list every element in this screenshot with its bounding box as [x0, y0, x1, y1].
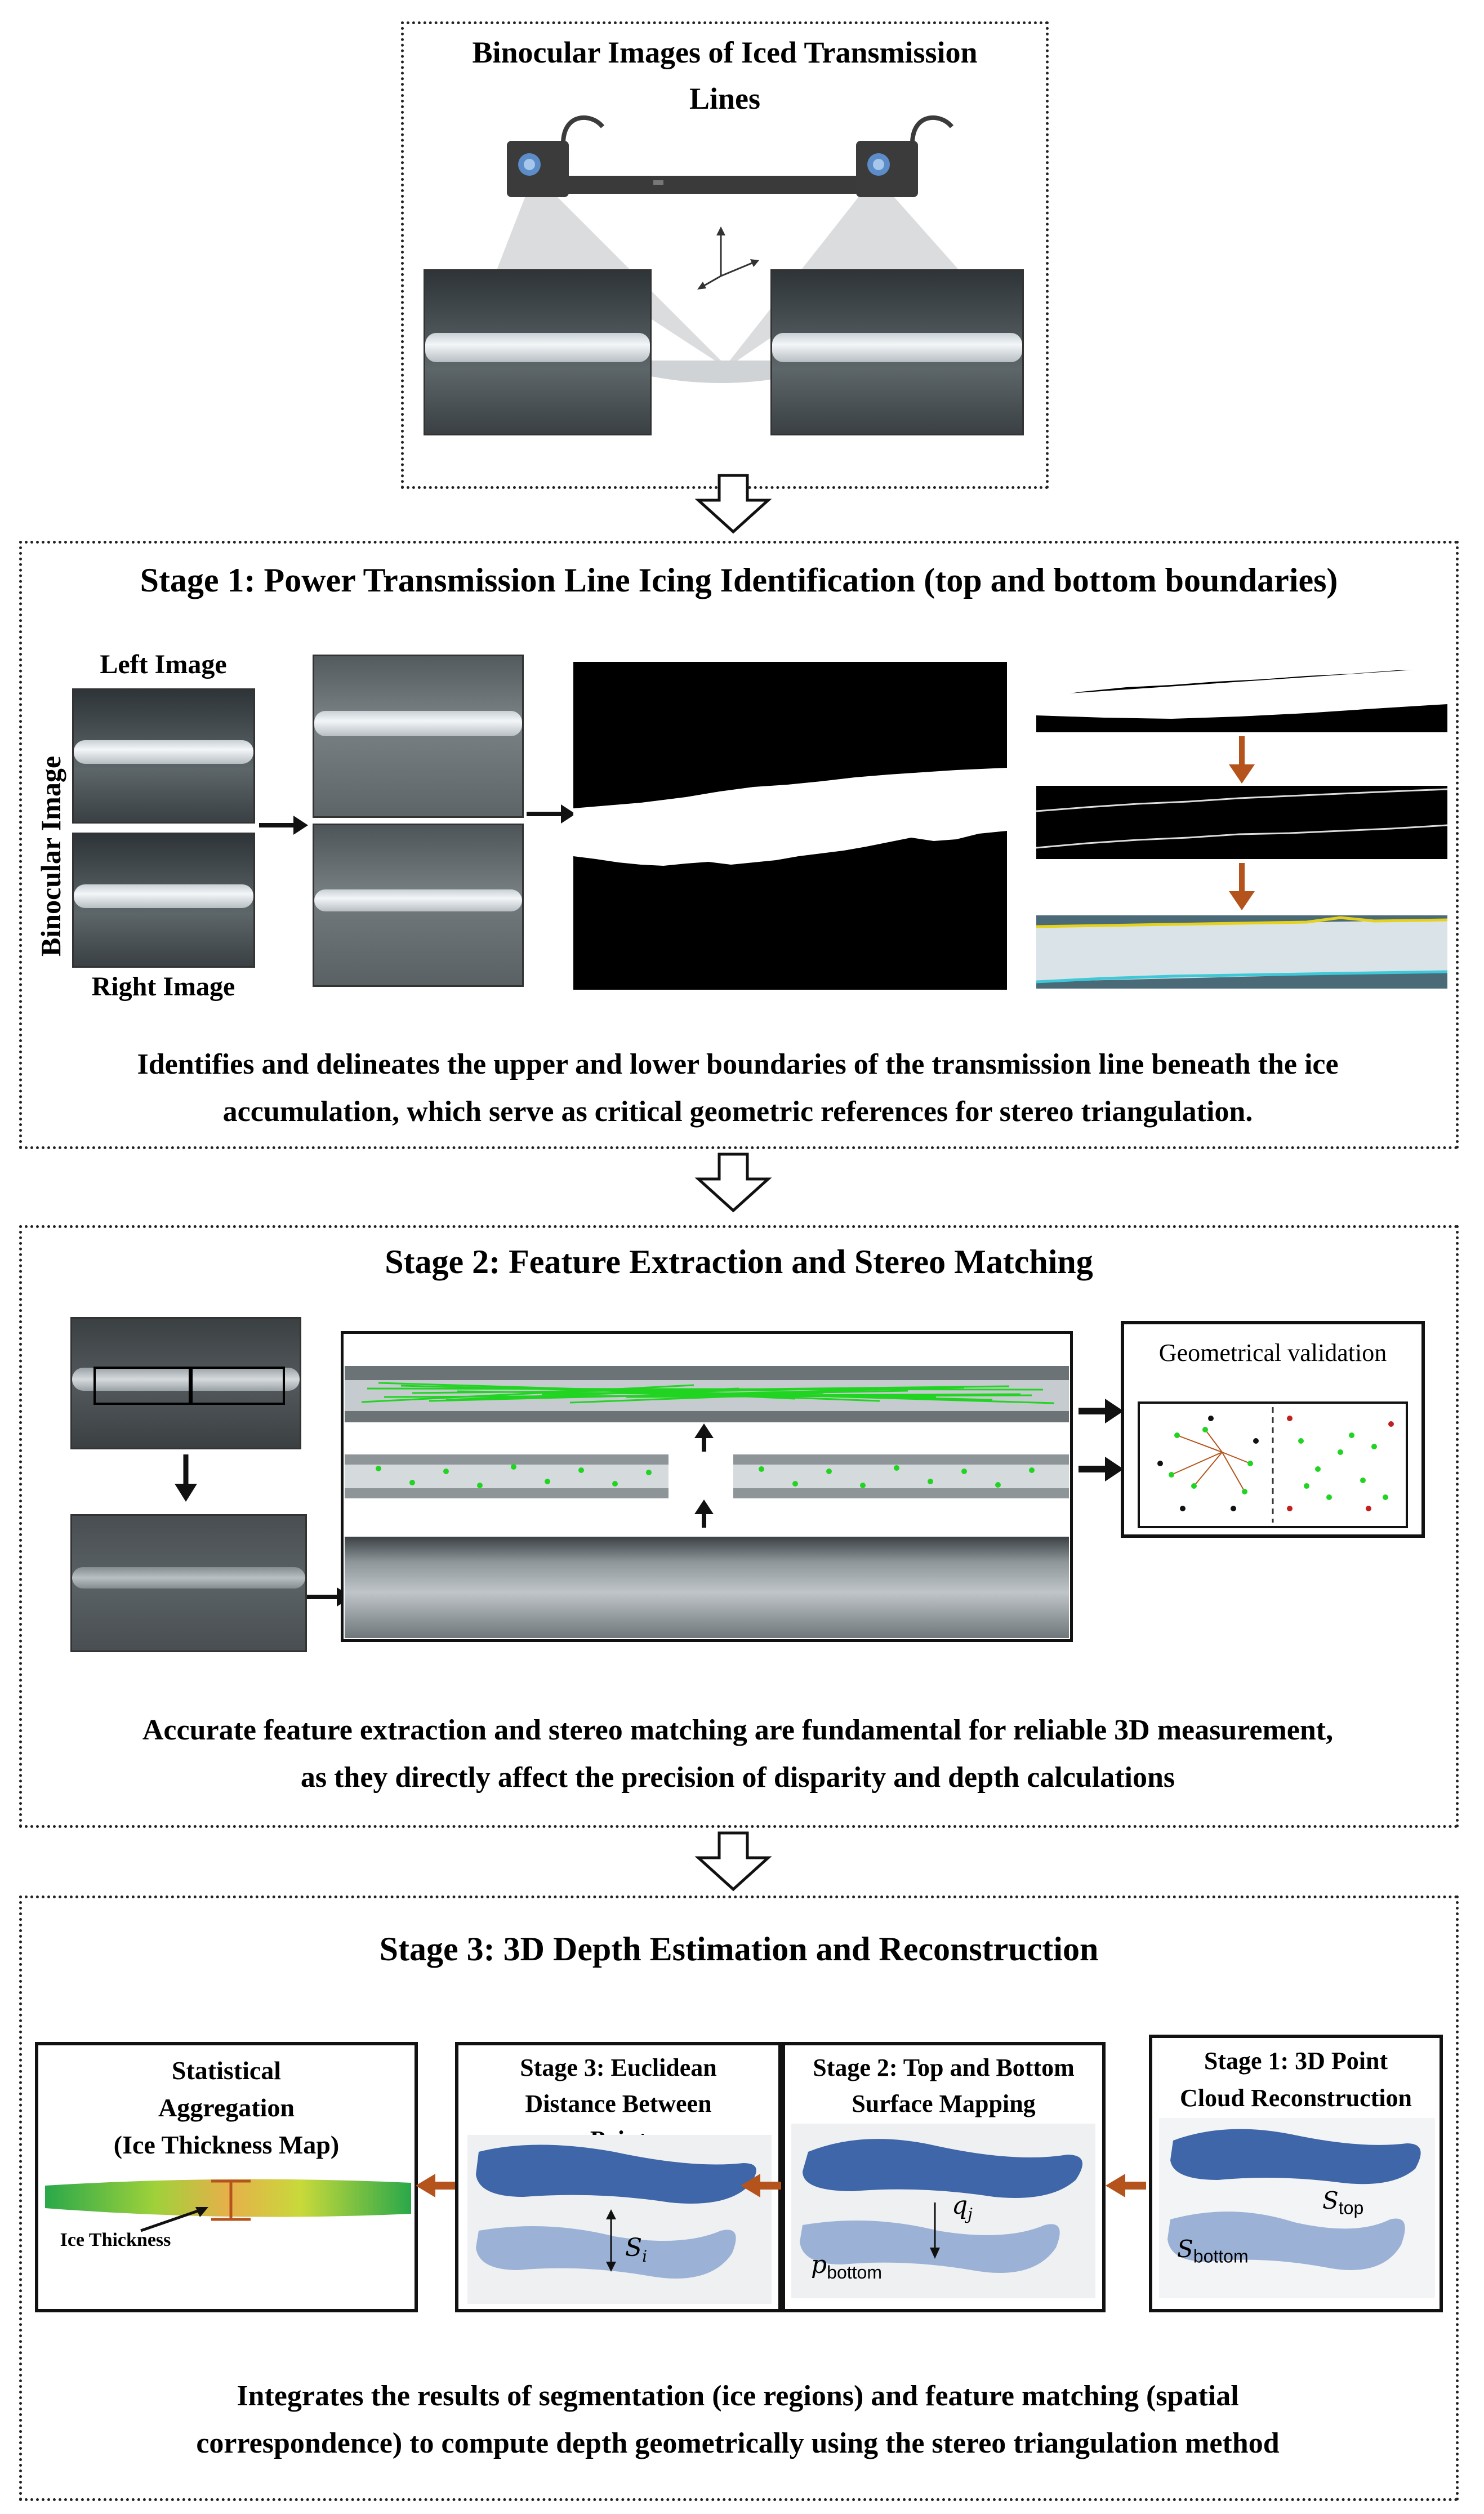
euclidean-surfaces: [467, 2135, 772, 2304]
stat-title-line3: (Ice Thickness Map): [113, 2130, 340, 2159]
stat-title: Statistical Aggregation (Ice Thickness M…: [38, 2052, 415, 2164]
right-image-label: Right Image: [91, 972, 235, 1002]
boundary-mask-strip: [1036, 665, 1447, 732]
stage3-section: [19, 1895, 1459, 2501]
p-bottom-subscript: bottom: [827, 2262, 882, 2282]
p-bottom-label: pbottom: [811, 2250, 882, 2283]
input-title: Binocular Images of Iced Transmission Li…: [411, 29, 1039, 122]
stage1-desc-line1: Identifies and delineates the upper and …: [137, 1048, 1339, 1080]
q-j-label: qj: [952, 2191, 973, 2223]
stage1-left-image: [72, 688, 255, 824]
s-top-symbol: S: [1322, 2187, 1339, 2214]
ice-thickness-label: Ice Thickness: [60, 2230, 171, 2250]
s-bottom-subscript: bottom: [1193, 2246, 1249, 2267]
mapping-surfaces: [791, 2124, 1095, 2298]
stage2-section: [19, 1225, 1459, 1828]
boundary-overlay-strip: [1036, 915, 1447, 989]
input-left-image: [424, 269, 652, 435]
panel-statistical-aggregation: Statistical Aggregation (Ice Thickness M…: [35, 2042, 418, 2312]
ice-thickness-map: [45, 2179, 411, 2232]
s-top-subscript: top: [1338, 2197, 1364, 2218]
flow-arrow-2: [694, 1153, 772, 1213]
stage2-title: Stage 2: Feature Extraction and Stereo M…: [385, 1243, 1093, 1280]
matched-features-strip: [345, 1366, 1069, 1422]
pc-title: Stage 1: 3D Point Cloud Reconstruction: [1152, 2043, 1440, 2117]
stage2-description: Accurate feature extraction and stereo m…: [34, 1707, 1442, 1801]
point-cloud-surfaces: [1159, 2118, 1435, 2298]
flow-arrow-1: [694, 474, 772, 534]
black-up-arrow-2: [694, 1499, 714, 1528]
orange-left-arrow-1: [416, 2174, 456, 2197]
stage2-desc-line2: as they directly affect the precision of…: [300, 1761, 1175, 1794]
stage3-title: Stage 3: 3D Depth Estimation and Reconst…: [379, 1930, 1099, 1968]
stat-title-line1: Statistical: [171, 2056, 282, 2085]
roi-box-left: [93, 1367, 191, 1405]
keypoints-strip: [345, 1454, 1069, 1498]
map-title-line1: Stage 2: Top and Bottom: [813, 2054, 1075, 2081]
boundary-edges-strip: [1036, 786, 1447, 859]
stage1-right-crop: [313, 824, 524, 987]
stage3-desc-line2: correspondence) to compute depth geometr…: [196, 2427, 1280, 2459]
left-image-label: Left Image: [100, 649, 227, 679]
stage1-section: [19, 541, 1459, 1149]
stat-title-line2: Aggregation: [158, 2093, 295, 2122]
stage2-crop-image: [70, 1514, 307, 1652]
orange-left-arrow-2: [741, 2174, 781, 2197]
s-i-subscript: i: [642, 2246, 648, 2266]
raw-strip: [345, 1537, 1069, 1638]
stage3-desc-line1: Integrates the results of segmentation (…: [237, 2380, 1239, 2412]
s-bottom-label: Sbottom: [1177, 2235, 1249, 2267]
arrow-to-validation-2: [1079, 1457, 1124, 1481]
q-j-subscript: j: [968, 2204, 973, 2223]
stage1-right-image: [72, 833, 255, 968]
orange-left-arrow-3: [1106, 2174, 1146, 2197]
orange-down-arrow-2: [1229, 863, 1255, 910]
stage1-title: Stage 1: Power Transmission Line Icing I…: [140, 562, 1338, 599]
stage1-description: Identifies and delineates the upper and …: [34, 1041, 1442, 1136]
arrow-to-mask: [527, 804, 576, 824]
s-bottom-symbol: S: [1177, 2235, 1193, 2263]
stage3-description: Integrates the results of segmentation (…: [34, 2373, 1442, 2467]
s-i-label: Si: [625, 2233, 647, 2266]
input-right-image: [770, 269, 1024, 435]
black-up-arrow-1: [694, 1423, 714, 1452]
binocular-image-label: Binocular Image: [35, 755, 66, 957]
segmentation-mask: [573, 662, 1007, 990]
s-i-symbol: S: [625, 2233, 643, 2262]
map-title: Stage 2: Top and Bottom Surface Mapping: [785, 2050, 1102, 2122]
arrow-to-validation-1: [1079, 1399, 1124, 1423]
pc-title-line2: Cloud Reconstruction: [1180, 2084, 1412, 2112]
euc-title-line1: Stage 3: Euclidean: [520, 2054, 717, 2081]
arrow-to-crops: [259, 816, 308, 835]
black-down-arrow: [175, 1454, 197, 1502]
map-title-line2: Surface Mapping: [852, 2090, 1036, 2117]
q-j-symbol: q: [952, 2191, 968, 2220]
roi-box-right: [190, 1367, 285, 1405]
input-title-line1: Binocular Images of Iced Transmission: [472, 35, 978, 69]
euc-title-line2: Distance Between: [525, 2090, 712, 2117]
validation-scatter: [1138, 1401, 1408, 1528]
flow-arrow-3: [694, 1831, 772, 1892]
stage2-desc-line1: Accurate feature extraction and stereo m…: [142, 1714, 1334, 1746]
geometrical-validation-label: Geometrical validation: [1158, 1339, 1387, 1367]
p-bottom-symbol: p: [811, 2250, 827, 2279]
stage1-desc-line2: accumulation, which serve as critical ge…: [222, 1096, 1253, 1128]
pc-title-line1: Stage 1: 3D Point: [1204, 2047, 1388, 2075]
s-top-label: Stop: [1322, 2187, 1363, 2218]
orange-down-arrow-1: [1229, 736, 1255, 784]
stage1-left-crop: [313, 655, 524, 818]
input-title-line2: Lines: [689, 82, 761, 115]
stage2-full-image: [70, 1317, 301, 1449]
